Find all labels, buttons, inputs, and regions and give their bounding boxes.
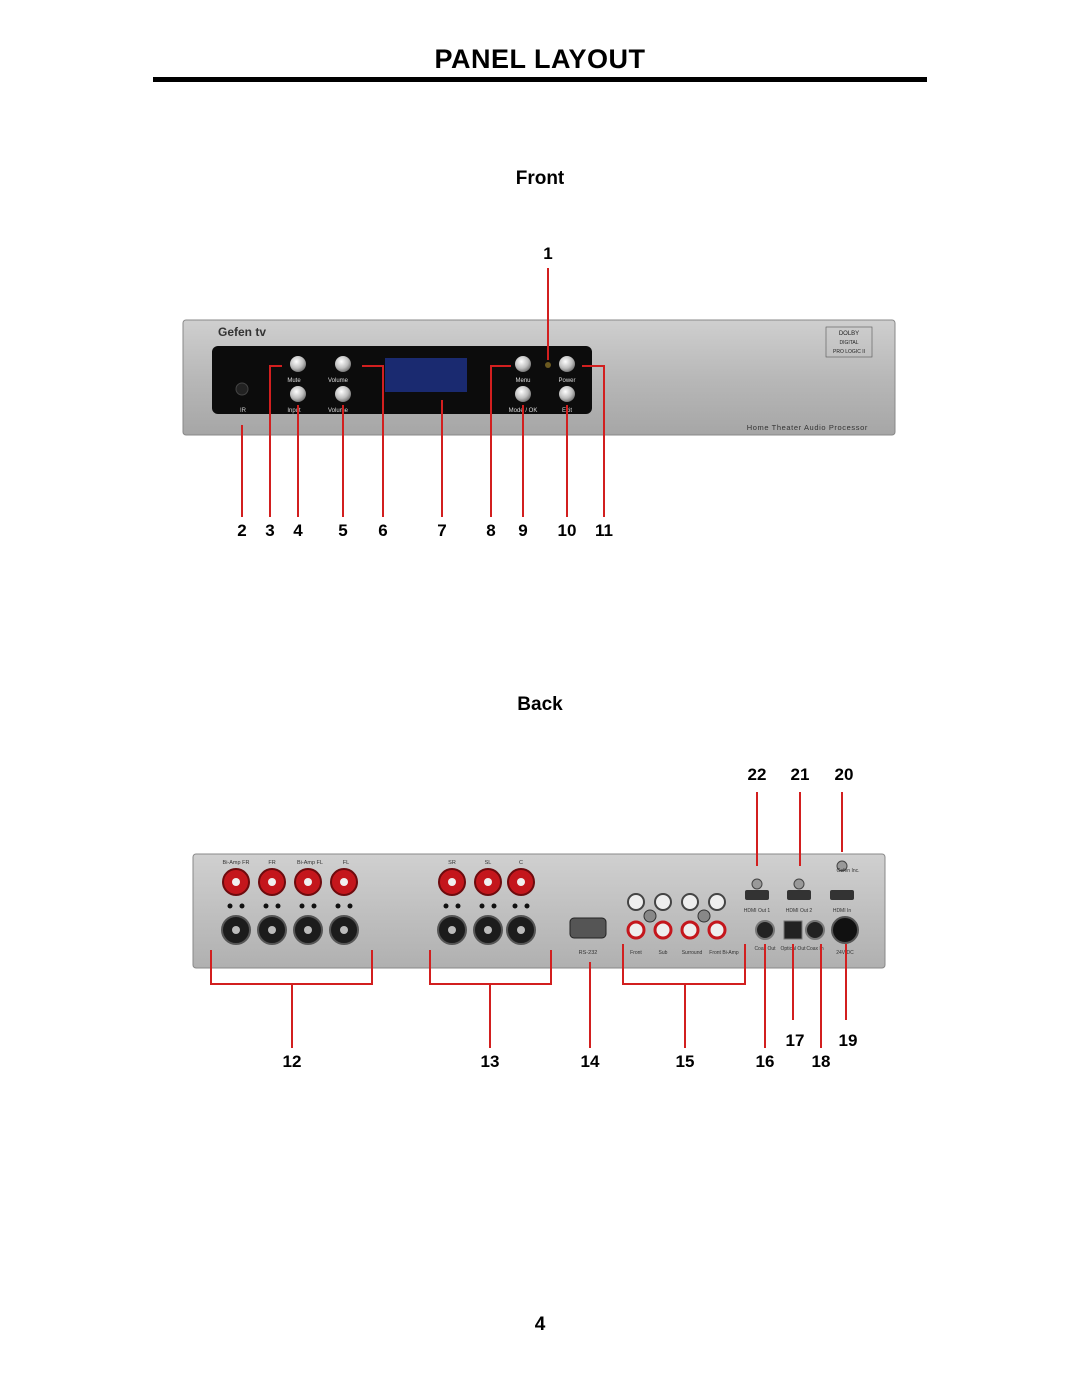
callout-1: 1 [543,244,553,263]
callout-12: 12 [282,1052,302,1071]
dc-in-jack [831,916,859,944]
coax-in-jack [805,920,825,940]
mute-label: Mute [287,378,301,384]
rca-front-biamp-label: Front Bi-Amp [709,950,739,956]
volume-down-button [335,386,351,402]
input-label: Input [287,408,301,414]
page-number: 4 [534,1314,546,1335]
dolby-badge [825,326,873,358]
front-label: Front [515,168,565,189]
optical-out-jack [783,920,803,940]
rs232-label: RS-232 [579,950,598,956]
callout-18: 18 [811,1052,831,1071]
callout-22: 22 [747,765,767,784]
callout-8: 8 [486,521,496,540]
callout-17: 17 [785,1031,805,1050]
spk-label-fr: FR [268,860,275,866]
rca-front-label: Front [630,950,642,956]
volume-up-button [335,356,351,372]
model-name: Home Theater Audio Processor [747,423,868,432]
coax-in-label: Coax In [806,946,823,952]
front-callout-lines [241,268,605,517]
menu-label: Menu [515,378,530,384]
ir-sensor [235,382,249,396]
coax-out-jack [755,920,775,940]
menu-button [515,356,531,372]
hdmi-out2-label: HDMI Out 2 [786,908,813,914]
power-button [559,356,575,372]
callout-4: 4 [293,521,303,540]
callout-3: 3 [265,521,275,540]
callout-10: 10 [557,521,577,540]
callout-19: 19 [838,1031,858,1050]
brand-logo: Gefen tv [218,325,266,339]
dolby-line-3: PRO LOGIC II [833,349,865,355]
spk-label-biamp-fl: Bi-Amp FL [297,860,323,866]
callout-20: 20 [834,765,854,784]
hdmi-ports [745,890,854,900]
dolby-line-1: DOLBY [839,331,859,337]
callout-7: 7 [437,521,447,540]
callout-14: 14 [580,1052,600,1071]
ir-emitters [751,860,848,890]
title-rule [153,77,927,82]
callout-9: 9 [518,521,528,540]
callout-21: 21 [790,765,810,784]
back-chassis [192,853,886,969]
back-callout-lines [210,792,847,1048]
front-display [385,358,467,392]
power-led [545,362,551,368]
rs232-port [569,917,607,939]
back-label: Back [517,694,563,715]
red-binding-posts [222,868,535,896]
spk-label-sr: SR [448,860,456,866]
black-binding-posts [221,915,536,945]
callout-2: 2 [237,521,247,540]
mode-ok-button [515,386,531,402]
callout-5: 5 [338,521,348,540]
front-panel-diagram: IR Mute Volume Input Volume Menu Power M… [182,268,896,517]
rca-surround-label: Surround [682,950,703,956]
maker-label: Gefen Inc. [836,868,859,874]
mute-button [290,356,306,372]
hdmi-in-label: HDMI In [833,908,852,914]
exit-button [559,386,575,402]
power-label: Power [558,378,575,384]
ir-label: IR [240,408,247,414]
callout-15: 15 [675,1052,695,1071]
volume-up-label: Volume [328,378,349,384]
post-holes [227,903,530,909]
spk-label-fl: FL [343,860,349,866]
callout-16: 16 [755,1052,775,1071]
dolby-line-2: DIGITAL [839,340,858,346]
spk-label-sl: SL [485,860,492,866]
callout-11: 11 [595,521,613,540]
back-panel-diagram: Bi-Amp FR FR Bi-Amp FL FL SR SL C [192,792,886,1048]
spk-label-c: C [519,860,523,866]
callout-13: 13 [480,1052,500,1071]
spk-label-biamp-fr: Bi-Amp FR [223,860,250,866]
rca-sub-label: Sub [659,950,668,956]
input-button [290,386,306,402]
hdmi-out1-label: HDMI Out 1 [744,908,771,914]
callout-6: 6 [378,521,388,540]
rca-jacks [626,893,727,940]
volume-down-label: Volume [328,408,349,414]
page-title: PANEL LAYOUT [434,44,646,74]
